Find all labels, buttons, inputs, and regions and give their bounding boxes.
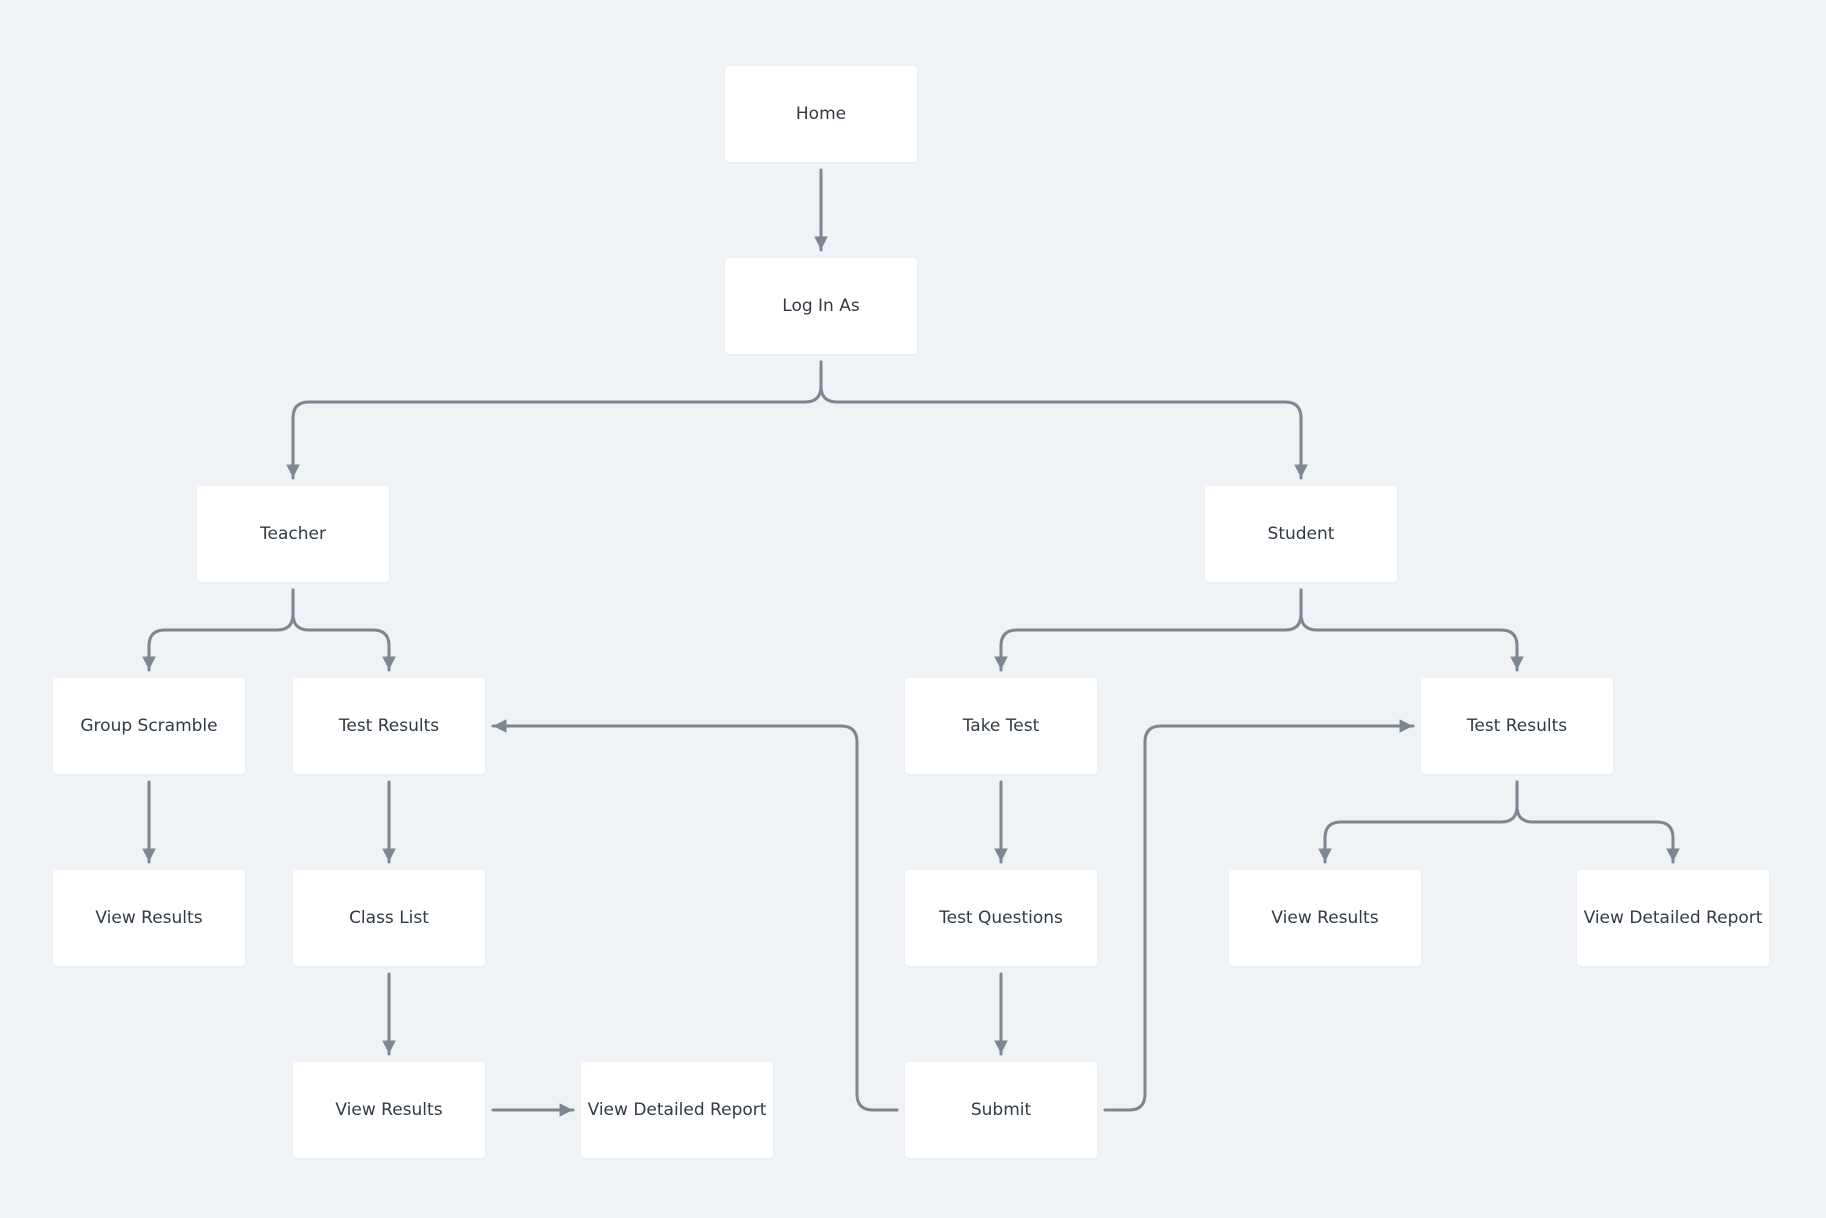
connector-submit-to-student-test-results (1103, 719, 1415, 1112)
node-student[interactable]: Student (1205, 486, 1397, 582)
node-teacher-view-results[interactable]: View Results (53, 870, 245, 966)
node-class-view-detailed-report[interactable]: View Detailed Report (581, 1062, 773, 1158)
node-class-view-results[interactable]: View Results (293, 1062, 485, 1158)
node-submit[interactable]: Submit (905, 1062, 1097, 1158)
node-test-questions[interactable]: Test Questions (905, 870, 1097, 966)
node-student-view-detailed-report[interactable]: View Detailed Report (1577, 870, 1769, 966)
connector-teacher-to-group-scramble (142, 588, 295, 672)
connector-log-in-as-to-student (819, 360, 1308, 480)
connector-log-in-as-to-teacher (286, 360, 823, 480)
node-class-list[interactable]: Class List (293, 870, 485, 966)
node-teacher-test-results[interactable]: Test Results (293, 678, 485, 774)
connector-test-results-to-view-detailed-report (1515, 780, 1680, 864)
connector-teacher-to-test-results (291, 588, 396, 672)
node-log-in-as[interactable]: Log In As (725, 258, 917, 354)
node-teacher[interactable]: Teacher (197, 486, 389, 582)
node-group-scramble[interactable]: Group Scramble (53, 678, 245, 774)
node-home[interactable]: Home (725, 66, 917, 162)
connector-student-to-take-test (994, 588, 1303, 672)
node-student-view-results[interactable]: View Results (1229, 870, 1421, 966)
connector-student-to-test-results (1299, 588, 1524, 672)
connector-test-results-to-view-results (1318, 780, 1519, 864)
node-take-test[interactable]: Take Test (905, 678, 1097, 774)
node-student-test-results[interactable]: Test Results (1421, 678, 1613, 774)
connector-submit-to-teacher-test-results (491, 719, 899, 1112)
